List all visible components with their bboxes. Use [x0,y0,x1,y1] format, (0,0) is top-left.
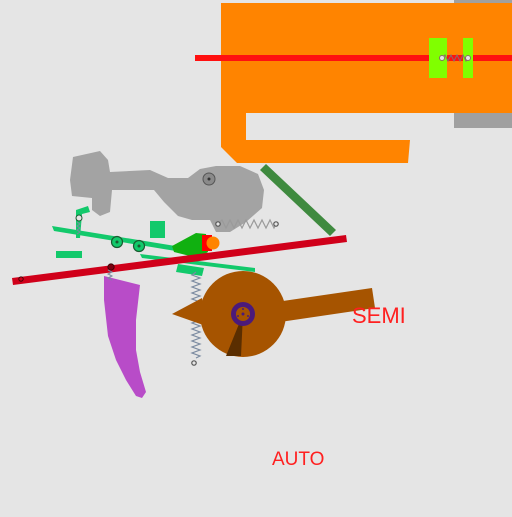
trigger-return-spring [106,269,114,281]
mode-label-auto[interactable]: AUTO [272,449,325,470]
linkage-pivots [75,214,146,253]
teal-linkage-long [52,226,200,255]
teal-block [150,221,165,238]
sear-orange-pivot-icon [206,236,220,250]
hammer-spring [215,218,279,230]
teal-arm-left [76,206,90,238]
purple-trigger [104,276,146,398]
crimson-rod [12,235,347,285]
teal-tab-small [56,251,82,258]
recoil-spring [439,53,471,63]
selector-pointer-left [172,298,206,326]
disconnector-spring [76,221,81,235]
rod-end-icon [18,276,24,282]
rod-pivot-icon [107,263,115,271]
orange-slide [221,3,512,163]
green-sear [172,233,208,258]
lime-block-left [429,38,447,78]
mode-label-semi[interactable]: SEMI [352,303,406,328]
selector-lever [276,288,375,322]
pivot-icon [75,214,83,222]
grey-hammer [70,151,264,232]
dark-green-bar [260,164,336,236]
top-red-rod [195,55,512,61]
teal-foot [176,264,204,276]
